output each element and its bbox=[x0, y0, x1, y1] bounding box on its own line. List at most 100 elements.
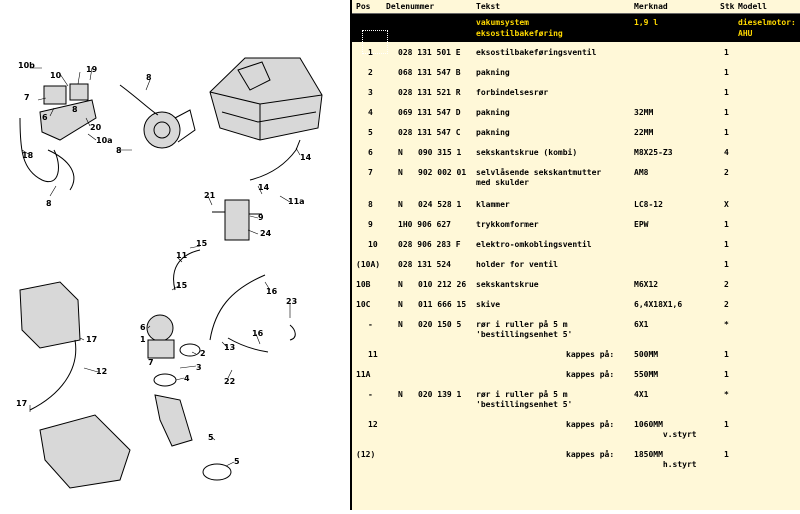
label-10a: 10a bbox=[96, 136, 113, 145]
row-pos: 2 bbox=[368, 68, 373, 77]
header-merknad: Merknad bbox=[634, 2, 668, 11]
row-remark: M8X25-Z3 bbox=[634, 148, 673, 157]
turbocharger bbox=[119, 84, 196, 149]
group-header-row[interactable]: vakumsystem eksostilbakeføring 1,9 l die… bbox=[352, 14, 800, 54]
row-remark: 6,4X18X1,6 bbox=[634, 300, 683, 309]
label-17: 17 bbox=[86, 335, 97, 344]
label-23: 23 bbox=[286, 297, 297, 306]
header-stk: Stk bbox=[720, 2, 735, 11]
row-quantity: 1 bbox=[724, 48, 729, 57]
group-title-line1: vakumsystem bbox=[476, 18, 529, 27]
row-remark: 1850MM h.styrt bbox=[634, 450, 697, 469]
row-remark: 6X1 bbox=[634, 320, 649, 329]
label-11a: 11a bbox=[288, 197, 305, 206]
row-description: selvlåsende sekskantmutter med skulder bbox=[476, 168, 602, 187]
row-description: kappes på: bbox=[566, 450, 615, 459]
row-remark: AM8 bbox=[634, 168, 649, 177]
label-10: 10 bbox=[50, 71, 62, 80]
row-part-number: 020 150 5 bbox=[418, 320, 462, 329]
row-n-flag: N bbox=[398, 200, 403, 209]
row-description: holder for ventil bbox=[476, 260, 558, 269]
row-n-flag: N bbox=[398, 320, 403, 329]
row-quantity: 1 bbox=[724, 240, 729, 249]
hose-clip-23 bbox=[289, 324, 296, 341]
row-pos: 1 bbox=[368, 48, 373, 57]
row-remark: 32MM bbox=[634, 108, 654, 117]
row-description: forbindelsesrør bbox=[476, 88, 549, 97]
row-pos: 11A bbox=[356, 370, 371, 379]
row-part-number: 011 666 15 bbox=[418, 300, 467, 309]
row-pos: 8 bbox=[368, 200, 373, 209]
row-part-number: 010 212 26 bbox=[418, 280, 467, 289]
label-10b: 10b bbox=[18, 61, 35, 70]
row-description: klammer bbox=[476, 200, 510, 209]
egr-valve bbox=[146, 314, 232, 481]
row-remark: 500MM bbox=[634, 350, 659, 359]
label-4: 4 bbox=[184, 374, 190, 383]
row-quantity: 1 bbox=[724, 68, 729, 77]
row-description: kappes på: bbox=[566, 350, 615, 359]
vacuum-hose bbox=[47, 149, 75, 191]
row-quantity: 1 bbox=[724, 220, 729, 229]
row-n-flag: N bbox=[398, 280, 403, 289]
label-14: 14 bbox=[258, 183, 270, 192]
row-pos: 10C bbox=[356, 300, 371, 309]
label-1: 1 bbox=[140, 335, 146, 344]
row-part-number: 028 131 547 C bbox=[398, 128, 461, 137]
exploded-view-drawing: 10b 10 19 8 7 6 8 20 10a 18 8 8 14 21 9 … bbox=[16, 57, 323, 489]
row-part-number: 020 139 1 bbox=[418, 390, 462, 399]
row-n-flag: N bbox=[398, 300, 403, 309]
label-11: 11 bbox=[176, 251, 188, 260]
row-part-number: 068 131 547 B bbox=[398, 68, 461, 77]
parts-list-table: Pos Delenummer Tekst Merknad Stk Modell … bbox=[352, 0, 800, 510]
label-6: 6 bbox=[42, 113, 48, 122]
row-description: kappes på: bbox=[566, 370, 615, 379]
label-7: 7 bbox=[148, 358, 154, 367]
label-2: 2 bbox=[200, 349, 206, 358]
row-pos: - bbox=[368, 320, 373, 329]
label-15: 15 bbox=[196, 239, 208, 248]
row-n-flag: N bbox=[398, 168, 403, 177]
row-quantity: 2 bbox=[724, 168, 729, 177]
row-description: pakning bbox=[476, 108, 510, 117]
row-description: rør i ruller på 5 m 'bestillingsenhet 5' bbox=[476, 390, 573, 409]
selection-box bbox=[362, 30, 388, 54]
row-n-flag: N bbox=[398, 390, 403, 399]
row-pos: 10B bbox=[356, 280, 371, 289]
header-modell: Modell bbox=[738, 2, 767, 11]
header-tekst: Tekst bbox=[476, 2, 501, 11]
header-pos: Pos bbox=[356, 2, 371, 11]
label-18: 18 bbox=[22, 151, 34, 160]
label-13: 13 bbox=[224, 343, 235, 352]
row-pos: (10A) bbox=[356, 260, 381, 269]
row-description: eksostilbakeføringsventil bbox=[476, 48, 597, 57]
row-remark: 4X1 bbox=[634, 390, 649, 399]
row-remark: M6X12 bbox=[634, 280, 659, 289]
label-5: 5 bbox=[208, 433, 214, 442]
label-9: 9 bbox=[258, 213, 264, 222]
row-description: rør i ruller på 5 m 'bestillingsenhet 5' bbox=[476, 320, 573, 339]
label-14: 14 bbox=[300, 153, 312, 162]
label-19: 19 bbox=[86, 65, 98, 74]
row-part-number: 028 131 521 R bbox=[398, 88, 461, 97]
group-model-line2: AHU bbox=[738, 29, 753, 38]
row-quantity: 1 bbox=[724, 450, 729, 459]
row-pos: 4 bbox=[368, 108, 373, 117]
air-filter-housing bbox=[209, 57, 323, 141]
vacuum-hose-16 bbox=[209, 274, 266, 341]
label-8: 8 bbox=[116, 146, 122, 155]
row-description: pakning bbox=[476, 128, 510, 137]
row-description: kappes på: bbox=[566, 420, 615, 429]
row-description: elektro-omkoblingsventil bbox=[476, 240, 592, 249]
row-quantity: * bbox=[724, 390, 729, 399]
label-21: 21 bbox=[204, 191, 216, 200]
row-pos: 6 bbox=[368, 148, 373, 157]
row-quantity: 1 bbox=[724, 128, 729, 137]
valve-bracket bbox=[39, 83, 97, 141]
row-pos: 3 bbox=[368, 88, 373, 97]
row-description: trykkomformer bbox=[476, 220, 539, 229]
row-pos: - bbox=[368, 390, 373, 399]
callout-labels: 10b 10 19 8 7 6 8 20 10a 18 8 8 14 21 9 … bbox=[16, 61, 312, 467]
row-quantity: 1 bbox=[724, 260, 729, 269]
group-engine-size: 1,9 l bbox=[634, 18, 659, 27]
